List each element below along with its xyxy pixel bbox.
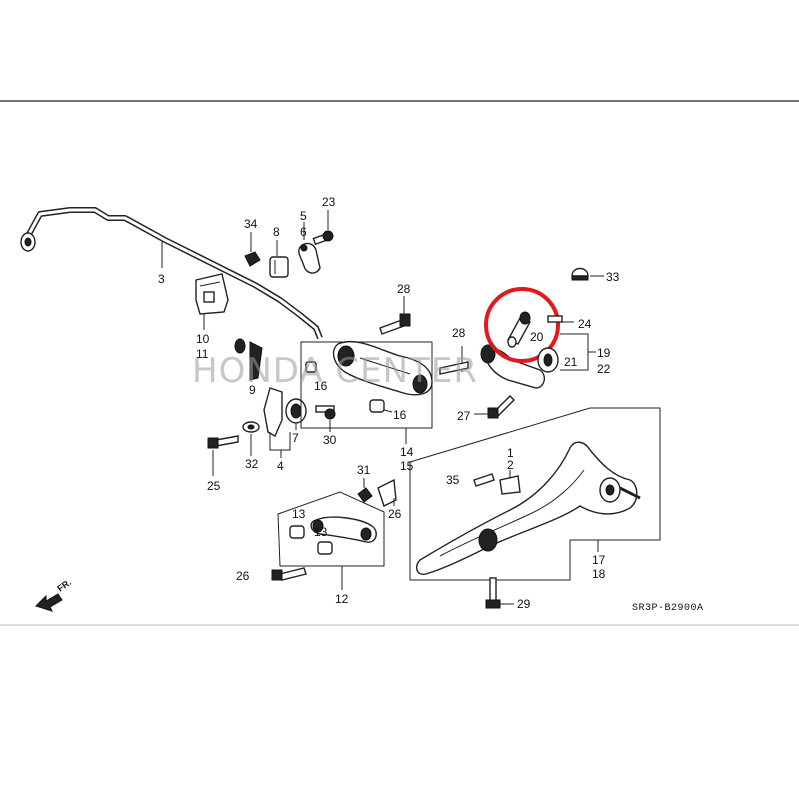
bushing-20 bbox=[507, 311, 531, 348]
label-30: 30 bbox=[323, 433, 337, 447]
label-21: 21 bbox=[564, 355, 578, 369]
nut-34 bbox=[244, 251, 261, 267]
upper-arm bbox=[332, 340, 433, 396]
nut-31 bbox=[357, 487, 373, 503]
label-1: 1 bbox=[507, 446, 514, 460]
label-25: 25 bbox=[207, 479, 221, 493]
bolt-26a bbox=[271, 567, 307, 581]
label-26a: 26 bbox=[388, 507, 402, 521]
trailing-arm bbox=[415, 441, 641, 575]
label-15: 15 bbox=[400, 459, 414, 473]
bushing-16a bbox=[305, 361, 317, 373]
direction-label: FR. bbox=[55, 577, 73, 594]
label-2: 2 bbox=[507, 458, 514, 472]
bushing-7 bbox=[285, 398, 307, 424]
label-4: 4 bbox=[277, 459, 284, 473]
label-13a: 13 bbox=[292, 507, 306, 521]
bolt-30 bbox=[315, 405, 336, 420]
label-22: 22 bbox=[597, 362, 611, 376]
frame-17-18 bbox=[409, 407, 661, 581]
lower-link bbox=[310, 516, 377, 543]
label-14: 14 bbox=[400, 445, 414, 459]
bolt-27 bbox=[487, 395, 515, 419]
diagram-code: SR3P-B2900A bbox=[632, 603, 704, 614]
frame-12 bbox=[277, 491, 385, 567]
bushing-16b bbox=[369, 399, 385, 413]
label-17: 17 bbox=[592, 553, 606, 567]
label-34: 34 bbox=[244, 217, 258, 231]
label-26b: 26 bbox=[236, 569, 250, 583]
watermark: HONDA CENTER bbox=[192, 351, 478, 391]
label-27: 27 bbox=[457, 409, 471, 423]
label-10: 10 bbox=[196, 332, 210, 346]
cap-33 bbox=[571, 267, 589, 281]
compensator-arm bbox=[480, 344, 546, 389]
bushing-13b bbox=[317, 541, 333, 555]
label-16b: 16 bbox=[393, 408, 407, 422]
label-13b: 13 bbox=[314, 525, 328, 539]
highlight-circle bbox=[484, 287, 560, 363]
bushing-13a bbox=[289, 525, 305, 539]
bolt-23 bbox=[312, 230, 334, 246]
front-direction-arrow bbox=[35, 593, 63, 612]
label-20: 20 bbox=[530, 330, 544, 344]
label-5: 5 bbox=[300, 209, 307, 223]
bolt-35 bbox=[473, 473, 495, 487]
label-11: 11 bbox=[196, 347, 209, 361]
label-9: 9 bbox=[249, 383, 256, 397]
label-3: 3 bbox=[158, 272, 165, 286]
label-24: 24 bbox=[578, 317, 592, 331]
bolt-25 bbox=[207, 435, 239, 449]
stabilizer-bracket bbox=[195, 273, 229, 315]
label-32: 32 bbox=[245, 457, 259, 471]
bolt-29 bbox=[485, 577, 501, 609]
bolt-28b bbox=[439, 361, 469, 375]
label-28b: 28 bbox=[452, 326, 466, 340]
bracket-1-2 bbox=[499, 475, 521, 495]
stabilizer-bar bbox=[20, 207, 323, 340]
label-28a: 28 bbox=[397, 282, 411, 296]
bushing-21 bbox=[537, 347, 559, 373]
label-31: 31 bbox=[357, 463, 371, 477]
label-12: 12 bbox=[335, 592, 349, 606]
label-33: 33 bbox=[606, 270, 620, 284]
label-23: 23 bbox=[322, 195, 336, 209]
bolt-28a bbox=[379, 313, 411, 335]
washer-32 bbox=[242, 421, 260, 433]
clamp-6 bbox=[298, 242, 321, 274]
bolt-24 bbox=[547, 315, 563, 323]
label-6: 6 bbox=[300, 225, 307, 239]
label-8: 8 bbox=[273, 225, 280, 239]
label-35: 35 bbox=[446, 473, 460, 487]
label-19: 19 bbox=[597, 346, 611, 360]
label-29: 29 bbox=[517, 597, 531, 611]
label-7: 7 bbox=[292, 431, 299, 445]
label-18: 18 bbox=[592, 567, 606, 581]
bolt-26b bbox=[377, 478, 397, 507]
bushing-8 bbox=[269, 256, 289, 278]
label-16a: 16 bbox=[314, 379, 328, 393]
